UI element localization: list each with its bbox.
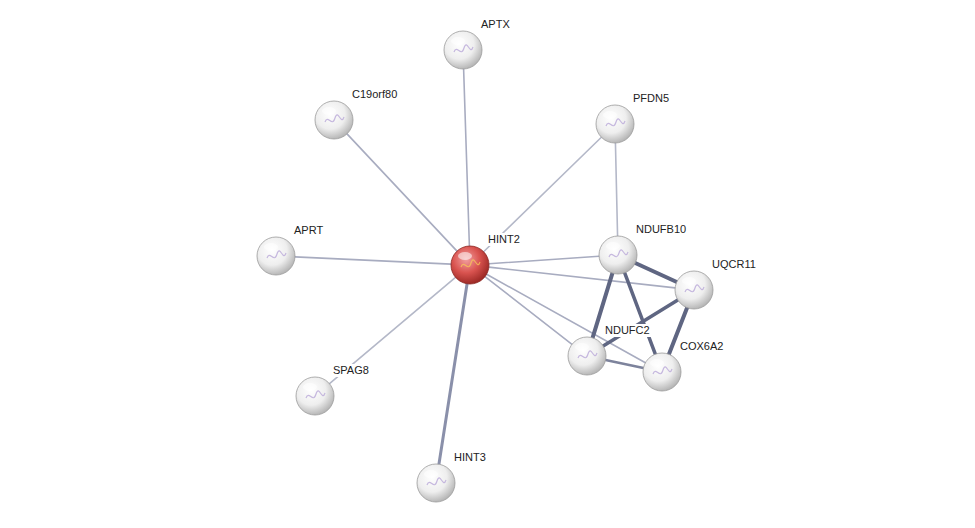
node-sphere	[595, 104, 635, 144]
protein-node: APTX	[443, 30, 483, 70]
node-sphere	[642, 352, 682, 392]
interaction-edge	[439, 284, 467, 464]
interaction-edge	[603, 300, 678, 346]
node-label: HINT3	[452, 451, 488, 464]
node-sphere	[256, 236, 296, 276]
protein-node: APRT	[256, 236, 296, 276]
node-label: C19orf80	[350, 88, 399, 101]
interaction-edge	[606, 360, 644, 368]
node-sphere	[567, 336, 607, 376]
node-label: NDUFB10	[634, 223, 688, 236]
node-sphere	[598, 235, 638, 275]
protein-node: C19orf80	[314, 100, 354, 140]
node-label: COX6A2	[678, 340, 725, 353]
node-sphere	[416, 463, 456, 503]
node-sphere	[443, 30, 483, 70]
protein-node: HINT3	[416, 463, 456, 503]
node-label: APTX	[479, 18, 512, 31]
protein-node: SPAG8	[295, 376, 335, 416]
protein-node: HINT2	[450, 245, 490, 285]
interaction-edge	[347, 134, 457, 251]
protein-node: NDUFB10	[598, 235, 638, 275]
node-sphere	[314, 100, 354, 140]
node-label: SPAG8	[331, 364, 371, 377]
interaction-edge	[487, 274, 646, 363]
node-label: UQCR11	[710, 258, 758, 271]
protein-node: PFDN5	[595, 104, 635, 144]
node-sphere	[450, 245, 490, 285]
protein-node: NDUFC2	[567, 336, 607, 376]
interaction-edge	[330, 277, 456, 383]
interaction-edge	[489, 256, 599, 263]
protein-node: COX6A2	[642, 352, 682, 392]
node-label: PFDN5	[631, 92, 671, 105]
node-sphere	[674, 270, 714, 310]
protein-node: UQCR11	[674, 270, 714, 310]
node-label: HINT2	[486, 233, 522, 246]
node-label: NDUFC2	[603, 324, 652, 337]
interaction-edge	[295, 257, 451, 264]
node-sphere	[295, 376, 335, 416]
interaction-edge	[485, 277, 572, 345]
interaction-edge	[615, 143, 617, 236]
interaction-edge	[635, 263, 676, 282]
interaction-edge	[625, 273, 656, 354]
interaction-edge	[484, 137, 602, 252]
node-label: APRT	[292, 224, 325, 237]
interaction-edge	[464, 69, 470, 246]
